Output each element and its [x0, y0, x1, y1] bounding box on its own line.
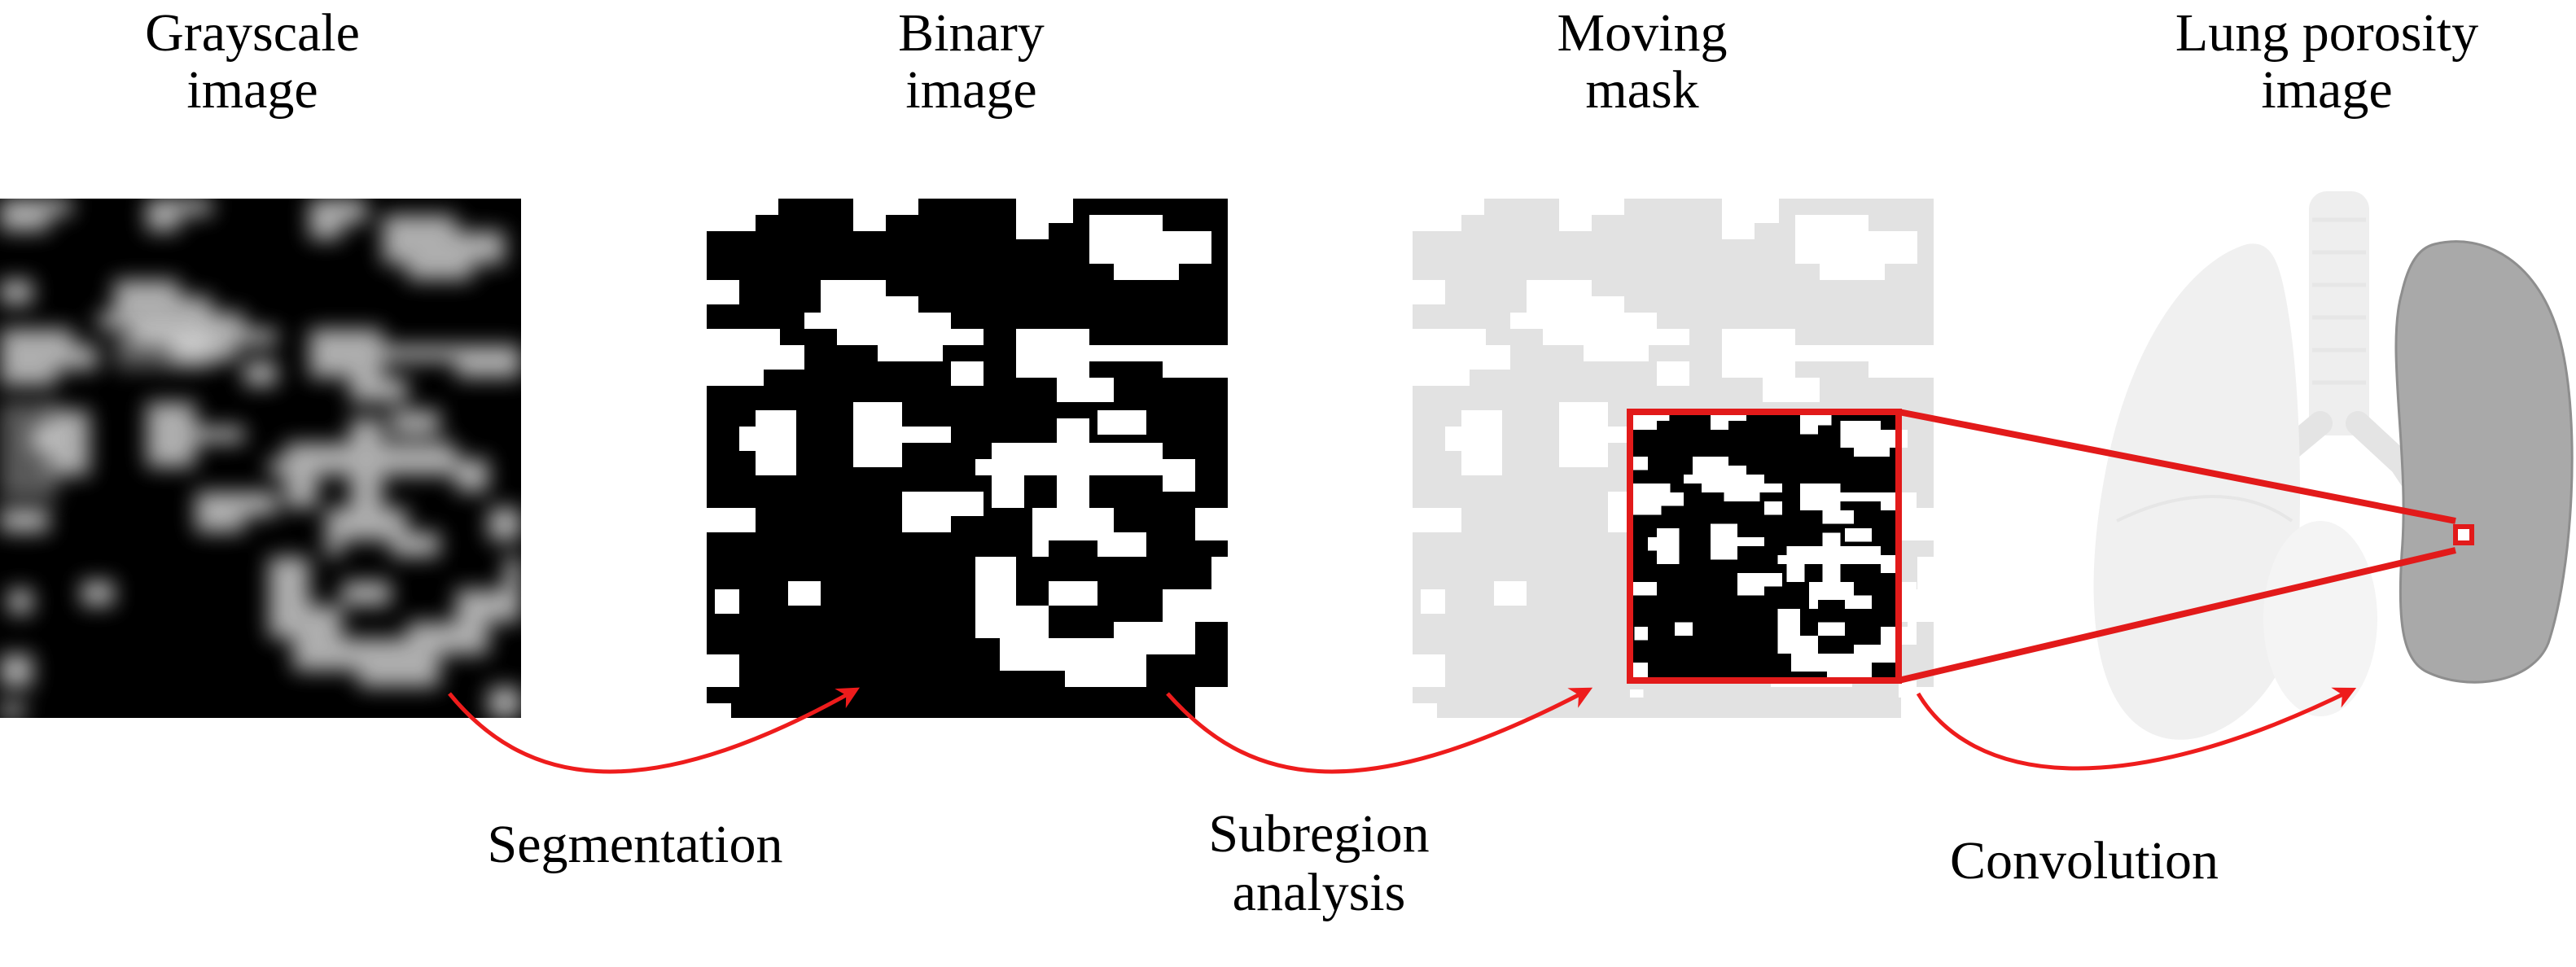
- binary-title: Binary image: [727, 7, 1216, 120]
- mask-subregion: [1627, 409, 1917, 698]
- binary-title-line1: Binary: [898, 3, 1045, 63]
- left-lung: [2093, 243, 2300, 740]
- binary-image: [707, 199, 1228, 718]
- binary-title-line2: image: [905, 60, 1037, 120]
- subregion-highlight-box: [1627, 409, 1902, 684]
- subregion-analysis-label: Subregion analysis: [1075, 807, 1563, 920]
- convolution-arrow: [1916, 687, 2357, 771]
- segmentation-label: Segmentation: [487, 815, 783, 874]
- grayscale-title-line1: Grayscale: [145, 3, 360, 63]
- grayscale-title: Grayscale image: [8, 7, 497, 120]
- subregion-label-line2: analysis: [1232, 863, 1406, 922]
- lung-title-line1: Lung porosity: [2175, 3, 2479, 63]
- segmentation-arrow: [448, 687, 860, 774]
- grayscale-image: [0, 199, 521, 718]
- moving-mask-image: [1413, 199, 1934, 718]
- lung-sample-point: [2453, 524, 2474, 545]
- mask-title: Moving mask: [1398, 7, 1886, 120]
- lung-title: Lung porosity image: [2083, 7, 2571, 120]
- mask-title-line1: Moving: [1557, 3, 1728, 63]
- convolution-label: Convolution: [1949, 831, 2219, 890]
- lung-porosity-image: [2093, 191, 2574, 740]
- grayscale-title-line2: image: [186, 60, 318, 120]
- trachea: [2309, 191, 2369, 435]
- zoom-connector: [1898, 409, 2474, 684]
- lung-title-line2: image: [2261, 60, 2393, 120]
- mask-title-line2: mask: [1585, 60, 1699, 120]
- subregion-label-line1: Subregion: [1208, 804, 1430, 864]
- right-lung: [2394, 240, 2574, 684]
- subregion-analysis-arrow: [1166, 687, 1593, 774]
